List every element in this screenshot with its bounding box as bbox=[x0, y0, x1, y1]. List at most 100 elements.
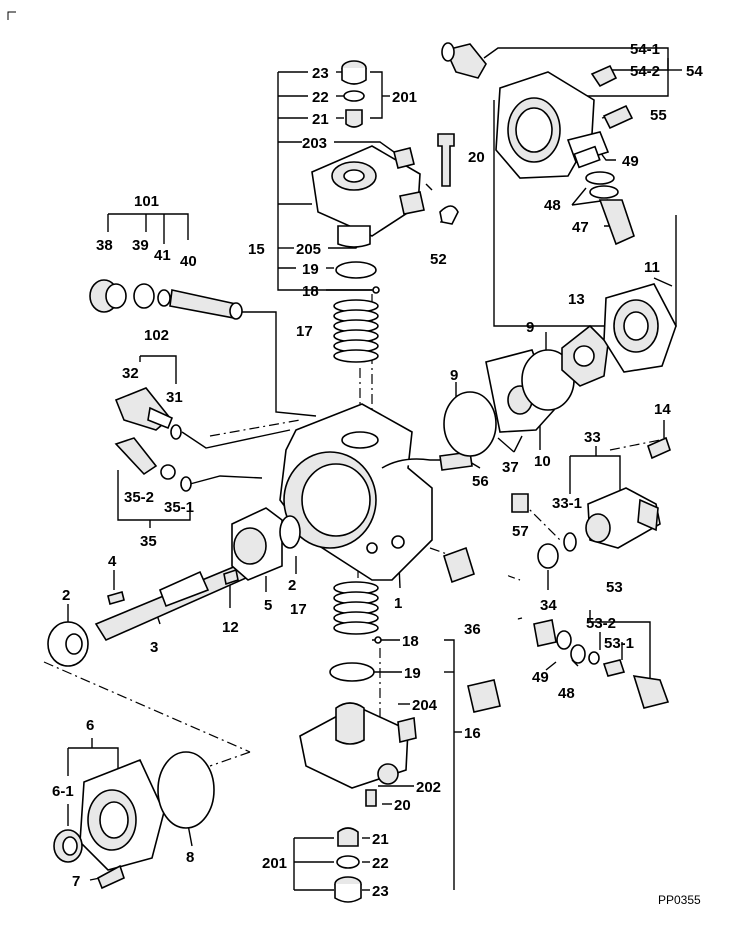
solenoid-33 bbox=[585, 487, 661, 549]
label-38: 38 bbox=[96, 237, 113, 254]
label-12: 12 bbox=[222, 619, 239, 636]
oring-8 bbox=[157, 751, 215, 829]
oring-19-top bbox=[335, 261, 377, 279]
cap-38 bbox=[89, 279, 127, 313]
label-204: 204 bbox=[412, 697, 438, 714]
label-21-bottom: 21 bbox=[372, 831, 389, 848]
label-20-top: 20 bbox=[468, 149, 485, 166]
label-2-right: 2 bbox=[288, 577, 296, 594]
label-54: 54 bbox=[686, 63, 703, 80]
label-18-top: 18 bbox=[302, 283, 319, 300]
label-49-bottom: 49 bbox=[532, 669, 549, 686]
label-20-bottom: 20 bbox=[394, 797, 411, 814]
oring-35-1 bbox=[180, 476, 192, 492]
part-labels: 54-1 54-2 54 55 20 49 48 47 23 22 21 201… bbox=[52, 41, 703, 907]
pump-body-1 bbox=[279, 403, 433, 581]
spring-17-top bbox=[333, 299, 379, 363]
pump-head-15 bbox=[311, 145, 425, 248]
fitting-54-1 bbox=[441, 42, 487, 79]
spring-17-bottom bbox=[333, 581, 379, 635]
ball-18-top bbox=[372, 286, 380, 294]
label-3: 3 bbox=[150, 639, 158, 656]
housing-54 bbox=[495, 71, 610, 179]
bolt-7 bbox=[96, 864, 125, 890]
bolt-14 bbox=[647, 436, 671, 460]
label-36: 36 bbox=[464, 621, 481, 638]
label-13: 13 bbox=[568, 291, 585, 308]
ball-18-bottom bbox=[374, 636, 382, 644]
oring-22-bottom bbox=[336, 855, 360, 869]
label-35: 35 bbox=[140, 533, 157, 550]
oring-35-2 bbox=[160, 464, 176, 480]
plug-21-bottom bbox=[337, 827, 359, 847]
label-22-top: 22 bbox=[312, 89, 329, 106]
gear-13 bbox=[561, 324, 609, 387]
label-16: 16 bbox=[464, 725, 481, 742]
label-35-1: 35-1 bbox=[164, 499, 194, 516]
washer-2-left bbox=[47, 621, 89, 667]
label-35-2: 35-2 bbox=[124, 489, 154, 506]
label-19-bottom: 19 bbox=[404, 665, 421, 682]
label-33: 33 bbox=[584, 429, 601, 446]
label-202: 202 bbox=[416, 779, 441, 796]
fitting-54-2 bbox=[590, 64, 618, 88]
label-57: 57 bbox=[512, 523, 529, 540]
oring-19-bottom bbox=[329, 662, 375, 682]
drawing-code: PP0355 bbox=[658, 893, 701, 907]
label-55: 55 bbox=[650, 107, 667, 124]
label-102: 102 bbox=[144, 327, 169, 344]
label-2-left: 2 bbox=[62, 587, 70, 604]
label-47: 47 bbox=[572, 219, 589, 236]
oring-34 bbox=[537, 543, 559, 569]
label-53-2: 53-2 bbox=[586, 615, 616, 632]
label-203: 203 bbox=[302, 135, 327, 152]
label-33-1: 33-1 bbox=[552, 495, 582, 512]
label-49-top: 49 bbox=[622, 153, 639, 170]
label-6-1: 6-1 bbox=[52, 783, 74, 800]
label-54-2: 54-2 bbox=[630, 63, 660, 80]
oring-33-1 bbox=[563, 532, 577, 552]
plug-23-top bbox=[341, 60, 367, 85]
oring-41 bbox=[157, 289, 171, 307]
label-4: 4 bbox=[108, 553, 117, 570]
label-21-top: 21 bbox=[312, 111, 329, 128]
bolt-55 bbox=[602, 104, 634, 130]
label-37: 37 bbox=[502, 459, 519, 476]
washer-2-right bbox=[279, 515, 301, 549]
label-40: 40 bbox=[180, 253, 197, 270]
sleeve-49-lower bbox=[533, 619, 557, 647]
label-18-bottom: 18 bbox=[402, 633, 419, 650]
leader-lines bbox=[67, 47, 682, 891]
label-5: 5 bbox=[264, 597, 272, 614]
label-52: 52 bbox=[430, 251, 447, 268]
bolt-53 bbox=[588, 651, 670, 709]
pump-head-16 bbox=[299, 702, 417, 789]
pipe-36 bbox=[443, 546, 518, 713]
label-205: 205 bbox=[296, 241, 321, 258]
label-201-bottom: 201 bbox=[262, 855, 287, 872]
corner-mark bbox=[7, 11, 16, 20]
plug-21-top bbox=[345, 109, 363, 128]
label-32: 32 bbox=[122, 365, 139, 382]
label-8: 8 bbox=[186, 849, 194, 866]
key-12 bbox=[223, 568, 239, 586]
valve-32 bbox=[114, 387, 174, 431]
label-39: 39 bbox=[132, 237, 149, 254]
label-56: 56 bbox=[472, 473, 489, 490]
oring-31 bbox=[170, 424, 182, 440]
bolt-20-bottom bbox=[365, 789, 377, 807]
bolt-20-top bbox=[437, 133, 455, 187]
label-15: 15 bbox=[248, 241, 265, 258]
label-11: 11 bbox=[644, 259, 660, 276]
fitting-57 bbox=[511, 493, 529, 513]
label-10: 10 bbox=[534, 453, 551, 470]
label-22-bottom: 22 bbox=[372, 855, 389, 872]
label-17-bottom: 17 bbox=[290, 601, 307, 618]
clip-52 bbox=[439, 205, 459, 225]
label-17-top: 17 bbox=[296, 323, 313, 340]
washers-48-lower bbox=[556, 630, 586, 664]
label-41: 41 bbox=[154, 247, 171, 264]
label-48-bottom: 48 bbox=[558, 685, 575, 702]
